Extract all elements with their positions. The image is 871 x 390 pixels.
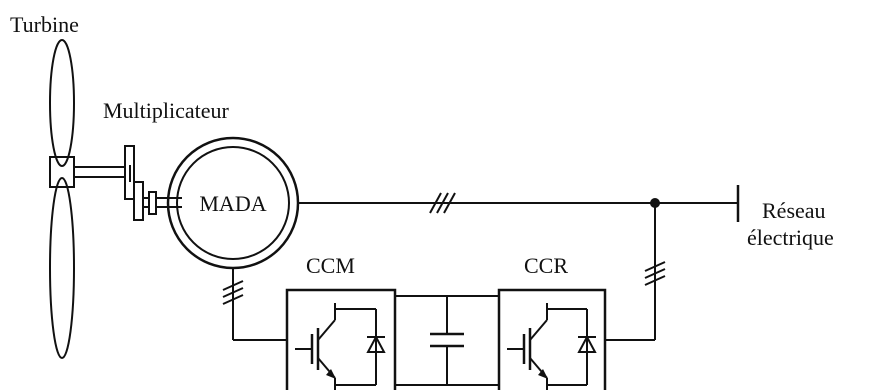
grid-branch-line — [605, 203, 666, 341]
gearbox — [124, 145, 157, 221]
ccm-label: CCM — [306, 253, 355, 278]
multiplier-label: Multiplicateur — [103, 98, 230, 123]
rotor-line — [222, 268, 287, 341]
turbine-blades — [49, 39, 75, 359]
ccr-converter — [497, 288, 607, 390]
grid-label-line1: Réseau — [762, 198, 826, 223]
ccr-label: CCR — [524, 253, 568, 278]
turbine-label: Turbine — [10, 12, 79, 37]
ccm-converter — [285, 288, 397, 390]
mada-machine: MADA — [166, 136, 300, 270]
dc-link — [395, 295, 499, 386]
turbine-hub — [49, 156, 75, 188]
mada-label: MADA — [199, 191, 266, 216]
main-shaft — [74, 166, 125, 178]
dc-capacitor — [430, 296, 464, 385]
stator-line — [298, 192, 737, 214]
grid-label-line2: électrique — [747, 225, 834, 250]
